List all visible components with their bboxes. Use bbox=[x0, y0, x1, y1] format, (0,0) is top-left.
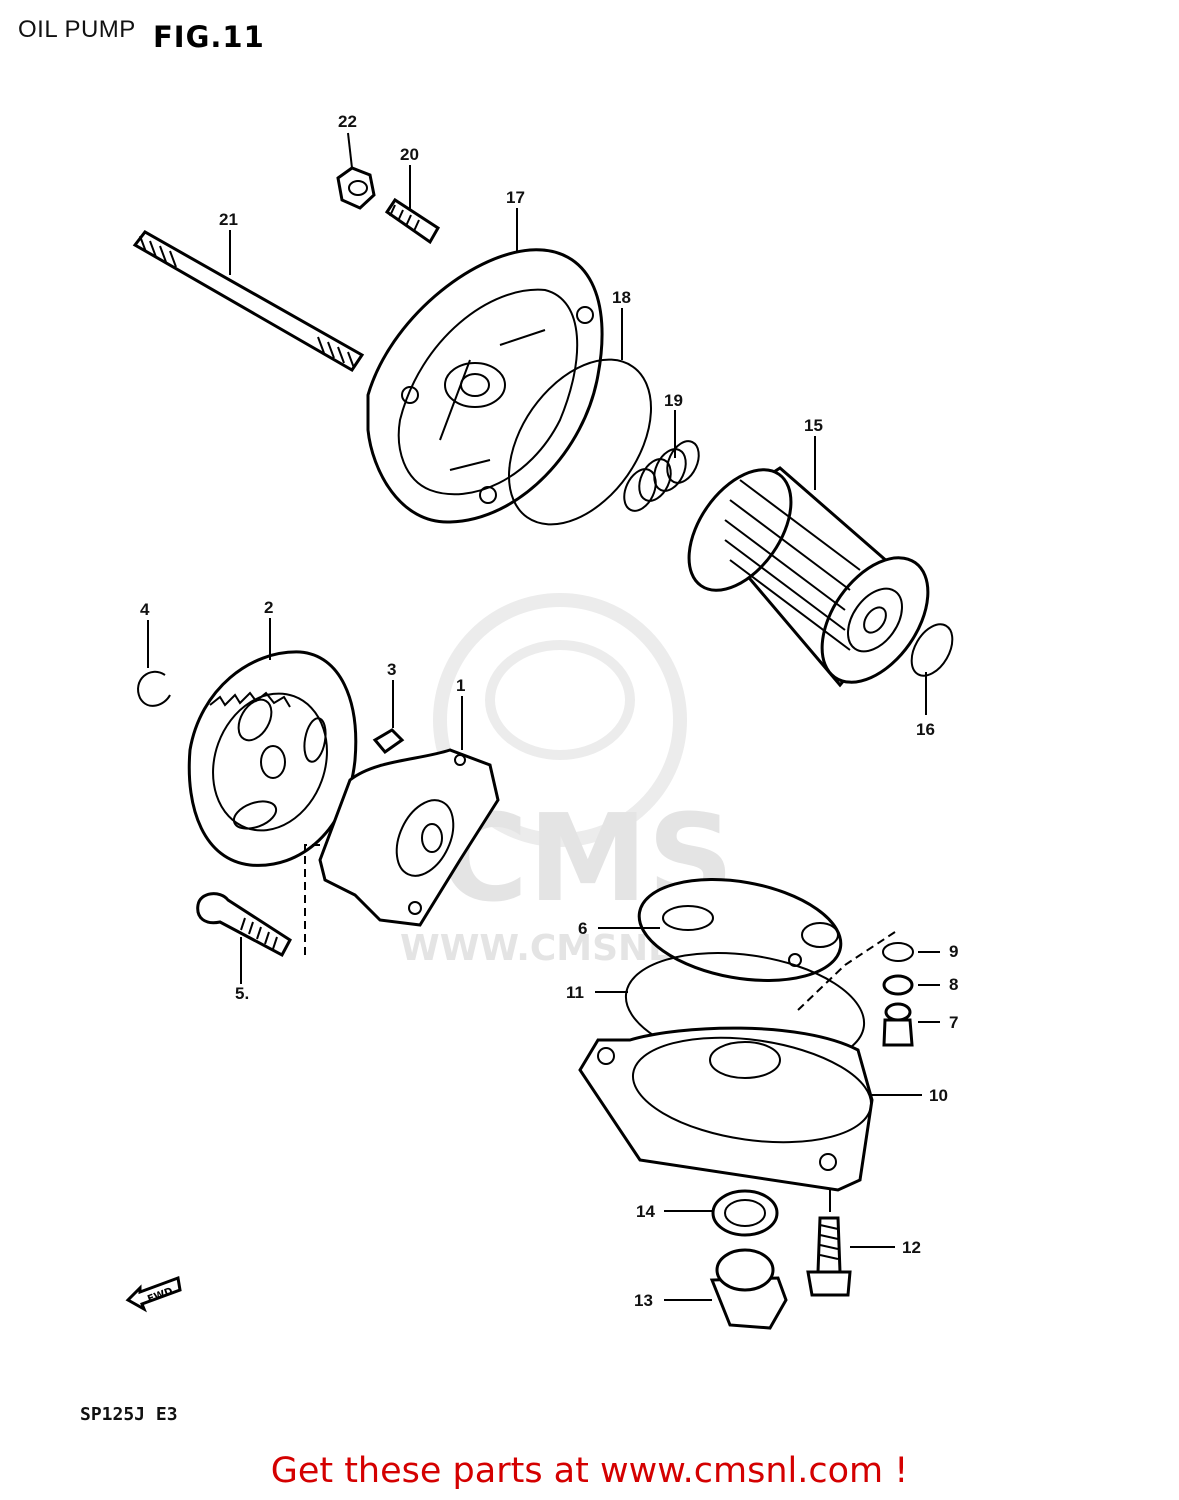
part-10-cover bbox=[578, 1026, 874, 1192]
callout-17: 17 bbox=[506, 188, 525, 207]
part-2-gear bbox=[187, 650, 358, 867]
callout-15: 15 bbox=[804, 416, 823, 435]
part-9-washer bbox=[882, 942, 914, 962]
guide-line-bolt bbox=[304, 844, 320, 955]
callout-3: 3 bbox=[387, 660, 396, 679]
section-title: OIL PUMP bbox=[18, 16, 136, 43]
part-14-washer bbox=[711, 1189, 779, 1237]
callout-16: 16 bbox=[916, 720, 935, 739]
part-16-o-ring bbox=[910, 623, 954, 677]
part-7-screw bbox=[882, 1002, 914, 1047]
callout-19: 19 bbox=[664, 391, 683, 410]
part-1-pump-body bbox=[318, 748, 500, 927]
callout-5: 5. bbox=[235, 984, 249, 1003]
part-18-o-ring bbox=[507, 358, 653, 526]
part-4-circlip bbox=[137, 670, 171, 707]
callout-9: 9 bbox=[949, 942, 958, 961]
callout-4: 4 bbox=[140, 600, 150, 619]
callout-12: 12 bbox=[902, 1238, 921, 1257]
callout-10: 10 bbox=[929, 1086, 948, 1105]
callout-2: 2 bbox=[264, 598, 273, 617]
part-20-dowel bbox=[384, 197, 441, 245]
callouts: 22 20 21 17 18 19 15 16 4 2 3 1 5. 6 11 … bbox=[140, 112, 958, 1310]
part-8-washer bbox=[882, 974, 914, 996]
part-13-drain-plug bbox=[709, 1248, 788, 1330]
part-5-bolt bbox=[196, 892, 292, 958]
callout-6: 6 bbox=[578, 919, 587, 938]
callout-11: 11 bbox=[566, 983, 584, 1002]
callout-20: 20 bbox=[400, 145, 419, 164]
callout-22: 22 bbox=[338, 112, 357, 131]
part-19-spring bbox=[623, 440, 700, 512]
part-21-stud bbox=[132, 230, 365, 373]
callout-1: 1 bbox=[456, 676, 465, 695]
part-12-bolt bbox=[806, 1216, 852, 1297]
part-15-filter bbox=[687, 466, 930, 688]
guide-line-cover bbox=[797, 931, 896, 1011]
part-3-pin bbox=[372, 728, 405, 755]
model-code: SP125J E3 bbox=[80, 1404, 178, 1425]
figure-number: FIG.11 bbox=[153, 20, 265, 54]
callout-13: 13 bbox=[634, 1291, 653, 1310]
fwd-arrow-icon: FWD bbox=[125, 1275, 182, 1313]
part-22-nut bbox=[336, 166, 376, 210]
footer-link[interactable]: Get these parts at www.cmsnl.com ! bbox=[270, 1451, 909, 1491]
callout-8: 8 bbox=[949, 975, 958, 994]
callout-18: 18 bbox=[612, 288, 631, 307]
callout-21: 21 bbox=[219, 210, 238, 229]
leader-lines bbox=[147, 132, 940, 1301]
part-17-cover bbox=[366, 248, 604, 524]
callout-7: 7 bbox=[949, 1013, 958, 1032]
callout-14: 14 bbox=[636, 1202, 655, 1221]
